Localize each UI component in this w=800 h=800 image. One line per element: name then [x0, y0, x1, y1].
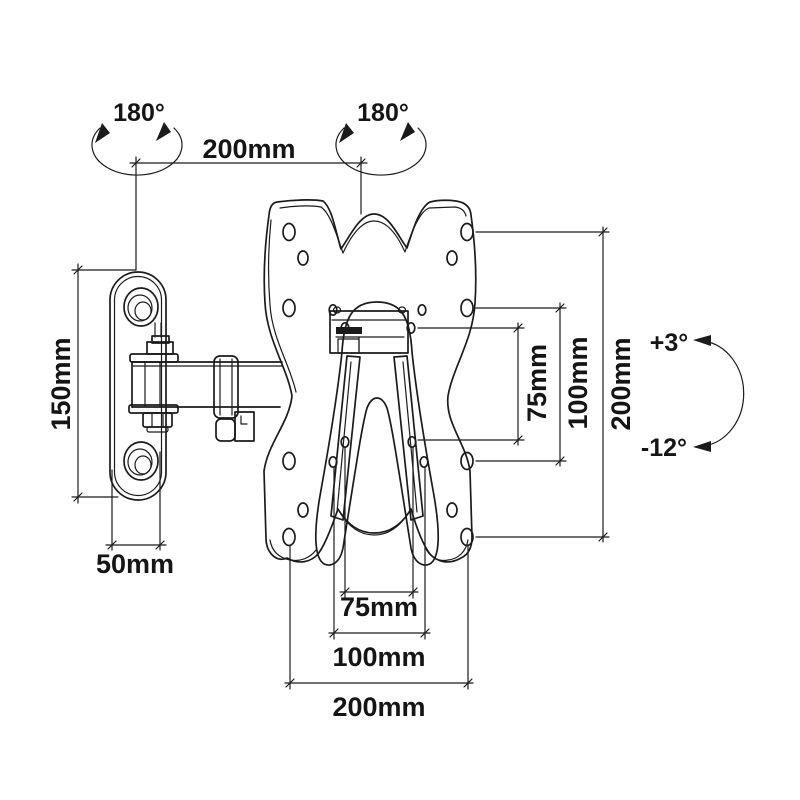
cable-clip — [215, 411, 255, 442]
dim-vesa-w200-label: 200mm — [332, 692, 425, 722]
vesa-holes-medium — [297, 250, 458, 518]
arrowhead-icon — [339, 123, 354, 143]
swivel-arrow-right — [335, 122, 427, 176]
tilt-up-label: +3° — [650, 329, 689, 357]
arrowhead-icon — [693, 335, 711, 346]
dim-wall-plate-width-label: 50mm — [96, 549, 174, 579]
tilt-down-label: -12° — [641, 434, 687, 462]
arm-beam — [131, 361, 283, 408]
slide-rail-right — [393, 355, 424, 521]
dim-top-reach-label: 200mm — [202, 134, 295, 164]
wall-plate-grommet-top — [123, 287, 159, 327]
latch-mechanism — [329, 306, 409, 354]
dim-vesa-h75-label: 75mm — [522, 344, 552, 422]
dim-vesa-w75-label: 75mm — [340, 592, 418, 622]
swivel-right-label: 180° — [357, 99, 409, 127]
arrowhead-icon — [400, 122, 415, 141]
vesa-holes-large — [282, 222, 474, 547]
wall-plate — [109, 271, 167, 501]
slide-bracket — [314, 301, 440, 566]
dim-vesa-h100-label: 100mm — [563, 336, 593, 429]
dim-vesa-w100-label: 100mm — [332, 642, 425, 672]
dimension-lines — [71, 156, 610, 690]
vesa-plate — [263, 199, 477, 563]
wall-plate-grommet-bottom — [123, 441, 159, 481]
tilt-arrow — [693, 335, 745, 452]
arrowhead-icon — [95, 123, 110, 143]
dimension-labels: 200mm 180° 180° 150mm 50mm 75mm 100mm 20… — [46, 99, 688, 722]
dimension-ticks — [73, 158, 608, 688]
articulating-arm — [128, 322, 283, 442]
slide-rail-left — [330, 355, 361, 521]
dim-wall-plate-height-label: 150mm — [46, 337, 76, 430]
pivot-nut — [142, 412, 173, 433]
arrowhead-icon — [156, 122, 171, 141]
swivel-left-label: 180° — [113, 99, 165, 127]
arrowhead-icon — [693, 441, 711, 452]
swivel-arrow-left — [91, 122, 183, 176]
arm-clamp — [213, 355, 239, 419]
dim-vesa-h200-label: 200mm — [606, 337, 636, 430]
pivot-flange-top — [129, 353, 179, 363]
